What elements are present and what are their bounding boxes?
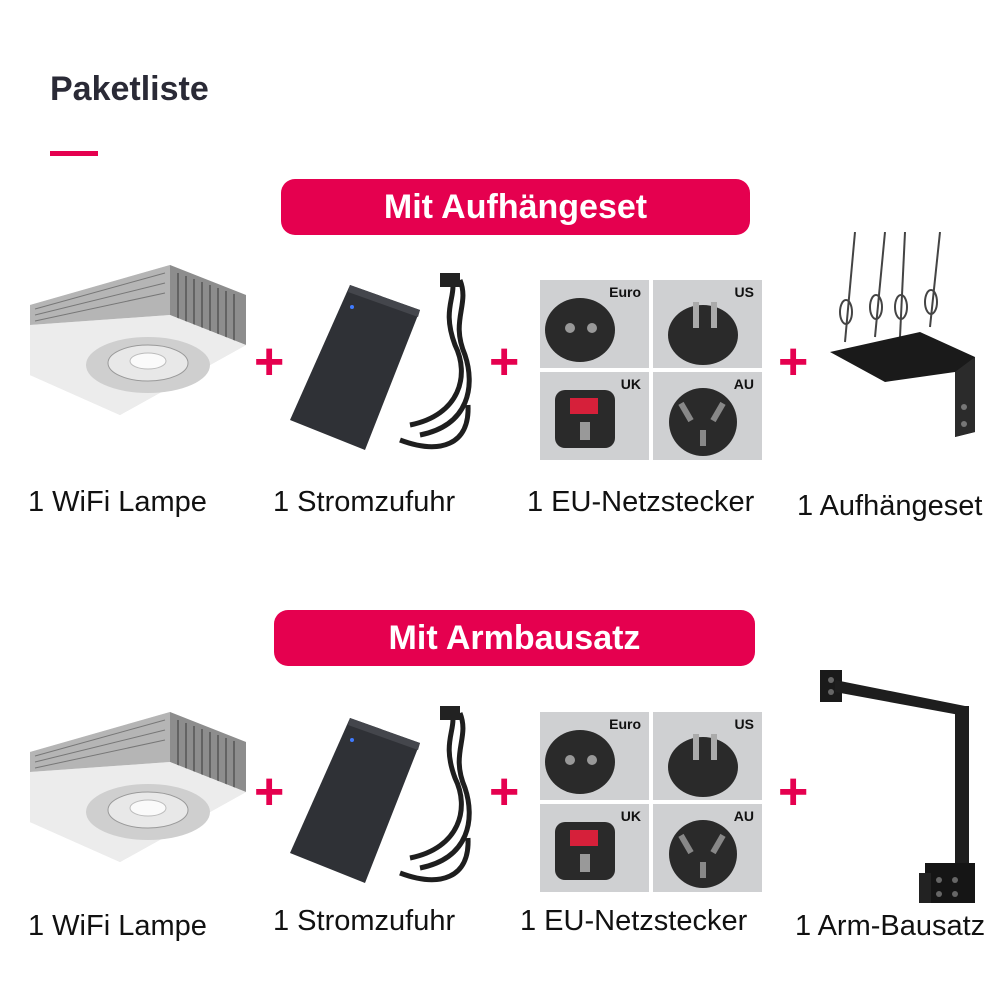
item-label: 1 EU-Netzstecker: [527, 486, 755, 518]
plug-us: US: [653, 280, 762, 368]
plug-au: AU: [653, 804, 762, 892]
item-label: 1 EU-Netzstecker: [520, 905, 748, 937]
wifi-lamp-icon: [30, 265, 246, 420]
wifi-lamp-icon: [30, 712, 246, 867]
section-title-hanging-kit: Mit Aufhängeset: [281, 179, 750, 235]
heading-underline: [50, 151, 98, 156]
plus-sign: +: [778, 333, 809, 391]
item-label: 1 WiFi Lampe: [28, 910, 207, 942]
power-plugs-icon: Euro US UK AU: [540, 280, 762, 460]
plug-us: US: [653, 712, 762, 800]
item-label: 1 Arm-Bausatz: [795, 910, 986, 942]
power-plugs-icon: Euro US UK AU: [540, 712, 762, 892]
item-label: 1 Aufhängeset: [797, 490, 983, 522]
plug-euro: Euro: [540, 280, 649, 368]
hanging-kit-icon: [830, 231, 980, 462]
power-supply-icon: [290, 265, 480, 465]
plus-sign: +: [778, 763, 809, 821]
item-label: 1 Stromzufuhr: [273, 905, 456, 937]
item-label: 1 WiFi Lampe: [28, 486, 207, 518]
plus-sign: +: [489, 763, 520, 821]
item-label: 1 Stromzufuhr: [273, 486, 456, 518]
plug-uk: UK: [540, 372, 649, 460]
plus-sign: +: [489, 333, 520, 391]
plug-au: AU: [653, 372, 762, 460]
power-supply-icon: [290, 698, 480, 898]
plug-uk: UK: [540, 804, 649, 892]
page-title: Paketliste: [50, 70, 209, 108]
plus-sign: +: [254, 763, 285, 821]
arm-kit-icon: [815, 668, 975, 913]
section-title-arm-kit: Mit Armbausatz: [274, 610, 755, 666]
plug-euro: Euro: [540, 712, 649, 800]
plus-sign: +: [254, 333, 285, 391]
